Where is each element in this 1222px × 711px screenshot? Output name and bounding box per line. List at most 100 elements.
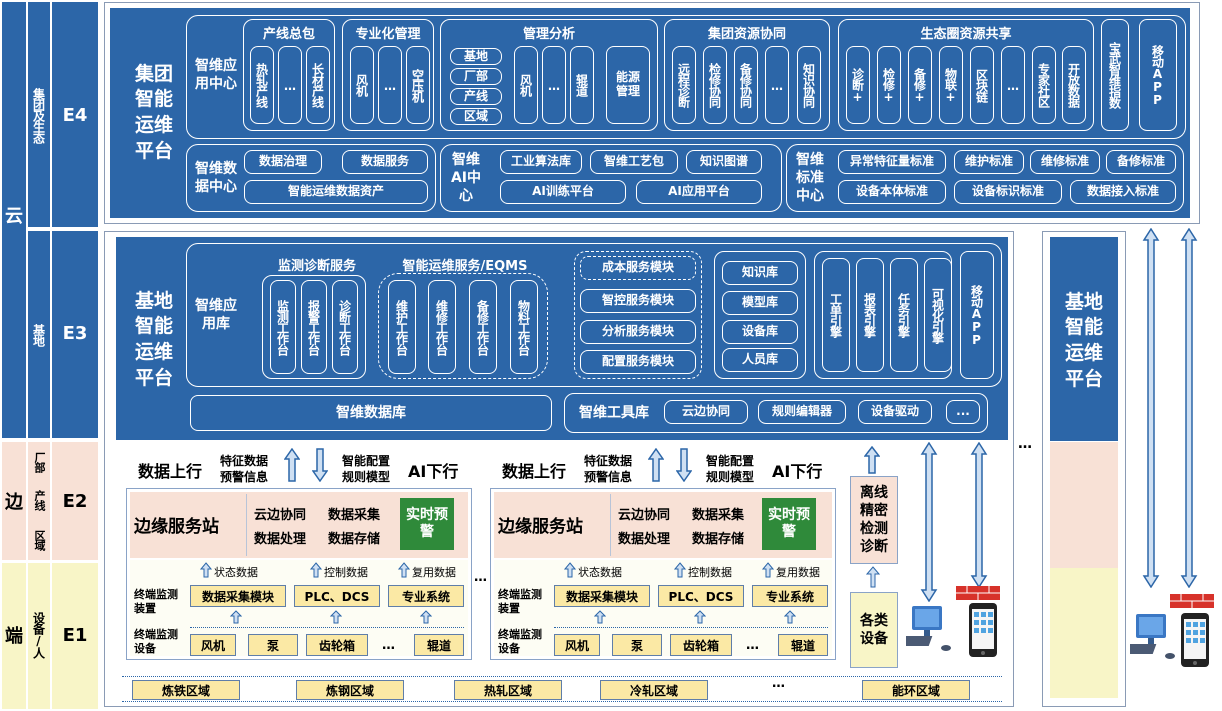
base-frame — [104, 231, 1014, 707]
e4-data-center-title: 智维数据中心 — [195, 160, 237, 195]
firewall-icon — [1170, 594, 1214, 608]
e4-eco-item-3: 物联+ — [939, 46, 963, 124]
axis-end — [2, 563, 26, 709]
edge-up-right: 数据上行 — [502, 462, 567, 481]
edge-func-left-3: 数据存储 — [328, 532, 381, 547]
e4-special-item-1: … — [378, 46, 402, 124]
edge-device-left-1: PLC、DCS — [294, 585, 380, 607]
edge-up-note-left-1: 预警信息 — [220, 470, 269, 484]
e4-special-item-2: 空压机 — [406, 46, 430, 124]
e3-toolbox-title: 智维工具库 — [579, 405, 649, 421]
axis-e3-code — [52, 231, 98, 438]
offline-label: 离线精密检测诊断 — [860, 484, 888, 556]
e4-collab-title: 集团资源协同 — [707, 27, 786, 42]
edge-down-note-left-0: 智能配置 — [342, 454, 391, 468]
axis-e2-part-2: 产线 — [33, 490, 46, 510]
e3-lib-2: 设备库 — [722, 320, 798, 344]
phone-icon — [969, 603, 997, 657]
e4-ai-center-box — [440, 144, 782, 212]
e3-tool-1: 规则编辑器 — [758, 400, 846, 424]
edge-dotline-right — [554, 627, 828, 628]
e4-eco-item-2: 备修+ — [908, 46, 932, 124]
e4-std-item-0: 异常特征量标准 — [838, 150, 946, 174]
edge-equip-left-2: 齿轮箱 — [306, 634, 368, 656]
axis-edge-label: 边 — [5, 492, 23, 513]
e4-line-pkg-item-1: … — [278, 46, 302, 124]
e3-monitor-item-1: 报警工作台 — [301, 280, 327, 374]
up-arrow-icon — [674, 562, 686, 578]
edge-station-box-right — [490, 488, 836, 660]
e4-eco-item-5: … — [1001, 46, 1025, 124]
e3-eqms-item-2: 备修工作台 — [469, 280, 497, 374]
edge-device-left-0: 数据采集模块 — [190, 585, 286, 607]
edge-device-label-right: 终端监测装置 — [498, 588, 542, 616]
axis-e1-desc — [28, 563, 50, 709]
edge-dotline-left — [190, 627, 464, 628]
up-arrow-icon — [200, 562, 212, 578]
double-arrow-icon — [1180, 228, 1198, 588]
e4-std-item-3: 备修标准 — [1106, 150, 1176, 174]
e4-ai-item-4: AI应用平台 — [636, 180, 762, 204]
up-arrow-icon — [398, 562, 410, 578]
e3-eqms-group — [378, 273, 548, 379]
edge-func-right-0: 云边协同 — [618, 508, 671, 523]
areas-bar — [122, 676, 1002, 702]
e3-engine-1: 报表引擎 — [856, 258, 884, 372]
up-arrow-icon — [648, 448, 664, 482]
e4-analysis-item-0: 风机 — [514, 46, 538, 124]
e4-analysis-item-2: 辊道 — [570, 46, 594, 124]
phone-icon — [1181, 613, 1209, 667]
axis-e3-code-label: E3 — [62, 322, 88, 344]
axis-e4-code — [52, 2, 98, 227]
all-equip-label: 各类设备 — [860, 612, 888, 647]
e3-title: 基地智能运维平台 — [134, 289, 173, 389]
e4-std-item-4: 设备本体标准 — [838, 180, 946, 204]
right-panel-edge — [1050, 442, 1118, 568]
e4-mobile-app[interactable]: 移动APP — [1139, 19, 1177, 131]
e4-special-title: 专业化管理 — [355, 27, 421, 42]
e3-lib-3: 人员库 — [722, 348, 798, 372]
axis-e3-desc-label: 基地 — [31, 324, 46, 346]
edge-device-right-2: 专业系统 — [752, 585, 828, 607]
e3-eqms-item-1: 维修工作台 — [428, 280, 456, 374]
e3-engine-2: 任务引擎 — [890, 258, 918, 372]
axis-e4-desc-label: 集团及生态 — [31, 87, 46, 143]
up-arrow-icon — [762, 562, 774, 578]
e3-mobile-app[interactable]: 移动APP — [960, 251, 994, 379]
edge-equip-label-right: 终端监测设备 — [498, 628, 542, 656]
edge-down-right: AI下行 — [772, 462, 823, 481]
edge-alert-right: 实时预警 — [762, 498, 816, 550]
edge-device-left-2: 专业系统 — [388, 585, 464, 607]
e4-data-center-item-1: 数据服务 — [342, 150, 428, 174]
edge-func-left-2: 数据处理 — [254, 532, 307, 547]
e3-monitor-title: 监测诊断服务 — [277, 259, 356, 274]
e4-eco-item-6: 专家社区 — [1032, 46, 1056, 124]
axis-e3-desc — [28, 231, 50, 438]
e4-analysis-left-0: 基地 — [450, 48, 502, 65]
e4-line-pkg-item-0: 热轧产线 — [250, 46, 274, 124]
edge-between-dots: … — [474, 570, 487, 585]
e4-analysis-title: 管理分析 — [522, 27, 575, 42]
e3-monitor-item-2: 诊断工作台 — [332, 280, 358, 374]
e4-panel — [110, 8, 1190, 218]
edge-device-right-0: 数据采集模块 — [554, 585, 650, 607]
e4-line-pkg-group — [243, 19, 335, 131]
axis-e4-desc — [28, 2, 50, 227]
edge-equip-right-0: 风机 — [554, 634, 600, 656]
e4-ai-item-2: 知识图谱 — [686, 150, 762, 174]
edge-station-divider-left — [246, 494, 247, 556]
e3-module-0: 成本服务模块 — [580, 256, 696, 280]
e3-tool-2: 设备驱动 — [858, 400, 932, 424]
e4-top-box — [186, 15, 1186, 139]
area-2: 热轧区域 — [454, 680, 562, 700]
edge-up-note-right-1: 预警信息 — [584, 470, 633, 484]
axis-end-label: 端 — [5, 626, 23, 647]
edge-down-left: AI下行 — [408, 462, 459, 481]
right-panel-end — [1050, 568, 1118, 698]
right-panel-blue — [1050, 237, 1118, 441]
e4-collab-item-0: 远程诊断 — [672, 46, 696, 124]
double-arrow-icon — [970, 442, 988, 588]
e4-line-pkg-item-2: 长材产线 — [306, 46, 330, 124]
e4-baowu-index: 宝武智维指数 — [1101, 19, 1129, 131]
e4-eco-item-1: 检修+ — [877, 46, 901, 124]
